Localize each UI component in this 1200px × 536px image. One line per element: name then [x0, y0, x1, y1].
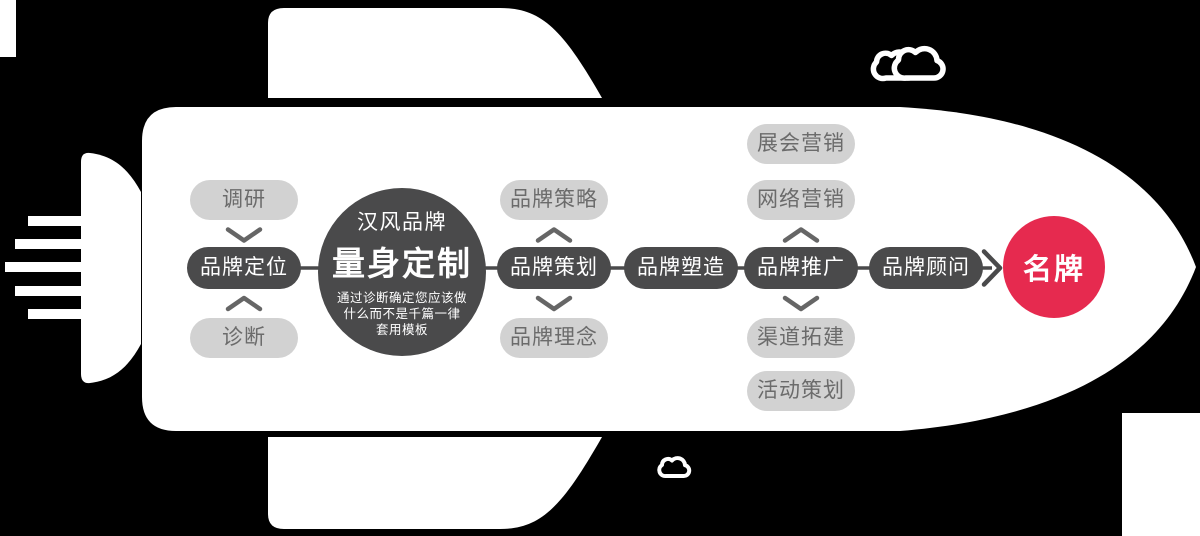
speed-line [5, 262, 82, 272]
desc-line: 什么而不是千篇一律 [343, 306, 461, 321]
pill-brand-shaping: 品牌塑造 [624, 247, 738, 289]
speed-line [28, 216, 82, 226]
result-circle-badge: 名牌 [1003, 216, 1105, 318]
cloud-icon-small [657, 456, 692, 479]
center-badge-title: 汉风品牌 [357, 210, 447, 234]
rocket-bottom-fin [268, 437, 602, 529]
pill-diagnosis: 诊断 [190, 318, 298, 358]
center-badge-description: 通过诊断确定您应该做 什么而不是千篇一律 套用模板 [337, 290, 467, 339]
speed-line [15, 239, 82, 249]
pill-brand-strategy: 品牌策略 [500, 180, 608, 220]
chevron-down-icon [535, 295, 573, 312]
pill-brand-positioning: 品牌定位 [187, 247, 301, 289]
speed-line [28, 309, 82, 319]
rocket-tail-flare [81, 152, 141, 384]
chevron-up-icon [535, 227, 573, 243]
chevron-down-icon [225, 227, 263, 243]
pill-online-marketing: 网络营销 [747, 180, 855, 220]
chevron-up-icon [225, 295, 263, 312]
pill-event-planning: 活动策划 [747, 371, 855, 411]
speed-line [15, 286, 82, 296]
pill-brand-consultant: 品牌顾问 [869, 247, 983, 289]
desc-line: 套用模板 [375, 323, 428, 338]
pill-research: 调研 [190, 180, 298, 220]
result-badge-label: 名牌 [1022, 254, 1085, 286]
pill-channel-development: 渠道拓建 [747, 318, 855, 358]
corner-cloud-top-left [0, 0, 16, 57]
desc-line: 通过诊断确定您应该做 [336, 290, 467, 305]
pill-brand-philosophy: 品牌理念 [500, 318, 608, 358]
pill-exhibition-marketing: 展会营销 [747, 124, 855, 164]
rocket-top-fin [268, 8, 602, 98]
arrow-right-icon [981, 249, 1003, 287]
pill-brand-planning: 品牌策划 [497, 247, 611, 289]
center-badge-headline: 量身定制 [332, 244, 472, 282]
pill-brand-promotion: 品牌推广 [744, 247, 858, 289]
chevron-down-icon [782, 295, 820, 312]
chevron-up-icon [782, 227, 820, 243]
center-circle-badge: 汉风品牌 量身定制 通过诊断确定您应该做 什么而不是千篇一律 套用模板 [318, 188, 486, 356]
corner-cloud-bottom-right [1122, 413, 1200, 536]
cloud-icon [870, 45, 946, 82]
